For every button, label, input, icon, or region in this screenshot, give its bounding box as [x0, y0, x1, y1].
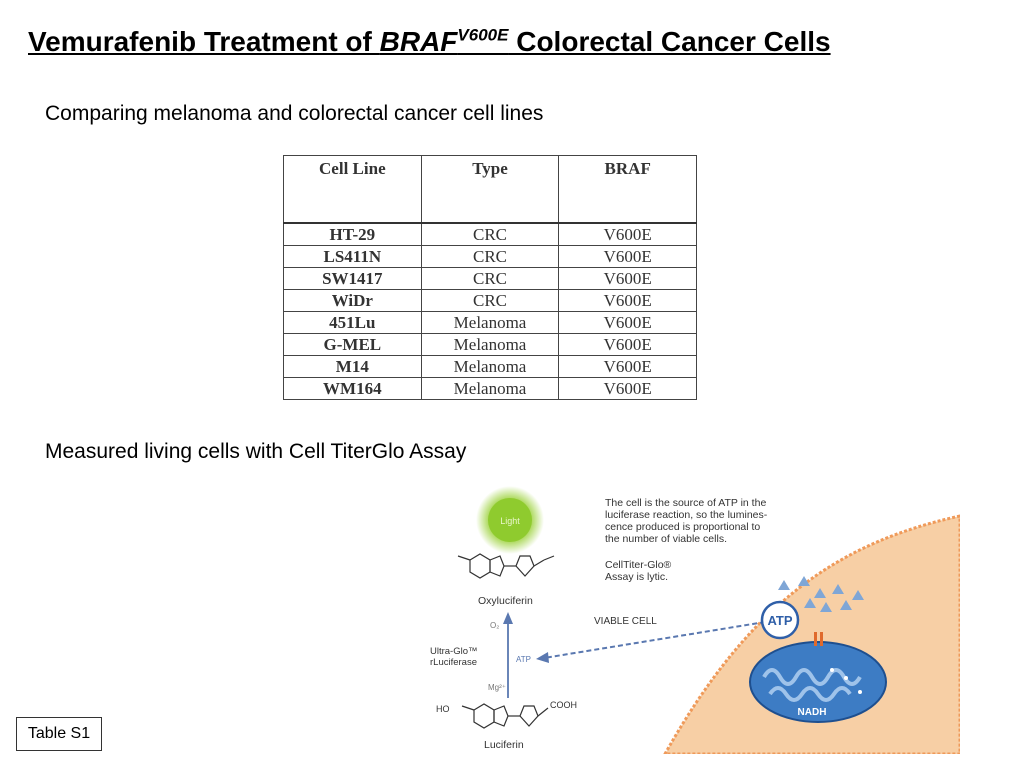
header-cell-line: Cell Line	[283, 155, 422, 224]
cell-type: CRC	[420, 267, 560, 290]
header-braf: BRAF	[558, 155, 697, 224]
header-type: Type	[420, 155, 560, 224]
title-suffix: Colorectal Cancer Cells	[508, 26, 831, 57]
cell-type: CRC	[420, 222, 560, 246]
description-line-3: cence produced is proportional to	[605, 521, 760, 533]
cell-line-name: HT-29	[283, 222, 422, 246]
table-row: G-MEL Melanoma V600E	[283, 333, 697, 356]
enzyme-line-2: rLuciferase	[430, 657, 477, 668]
cell-type: CRC	[420, 289, 560, 312]
cell-braf: V600E	[558, 311, 697, 334]
ho-label: HO	[436, 704, 450, 714]
cell-line-name: M14	[283, 355, 422, 378]
cell-line-name: LS411N	[283, 245, 422, 268]
table-row: WM164 Melanoma V600E	[283, 377, 697, 400]
description-line-1: The cell is the source of ATP in the	[605, 497, 766, 509]
cell-line-name: 451Lu	[283, 311, 422, 334]
mg-label: Mg²⁺	[488, 683, 506, 692]
cell-line-name: WM164	[283, 377, 422, 400]
celltiter-glo-diagram: The cell is the source of ATP in the luc…	[430, 486, 960, 754]
atp-transfer-arrow	[543, 621, 766, 659]
o2-label: O₂	[490, 621, 499, 630]
cell-type: CRC	[420, 245, 560, 268]
luciferin-label: Luciferin	[484, 739, 524, 751]
viable-cell-label: VIABLE CELL	[594, 616, 657, 627]
subtitle: Comparing melanoma and colorectal cancer…	[45, 102, 544, 125]
title-gene: BRAF	[379, 26, 458, 57]
title-superscript: V600E	[457, 25, 509, 45]
cell-type: Melanoma	[420, 355, 560, 378]
cell-braf: V600E	[558, 289, 697, 312]
atp-transfer-arrowhead	[536, 652, 549, 663]
table-row: LS411N CRC V600E	[283, 245, 697, 268]
atp-small-label: ATP	[516, 655, 531, 664]
reaction-arrowhead	[503, 612, 513, 624]
oxyluciferin-label: Oxyluciferin	[478, 595, 533, 607]
cell-line-table: Cell Line Type BRAF HT-29 CRC V600E LS41…	[283, 155, 697, 400]
cell-braf: V600E	[558, 355, 697, 378]
table-label-box: Table S1	[16, 717, 102, 751]
nadh-label: NADH	[798, 707, 827, 718]
light-label: Light	[500, 516, 520, 526]
cell-braf: V600E	[558, 245, 697, 268]
assay-description: Measured living cells with Cell TiterGlo…	[45, 440, 467, 463]
table-row: HT-29 CRC V600E	[283, 222, 697, 246]
table-row: M14 Melanoma V600E	[283, 355, 697, 378]
cell-line-name: SW1417	[283, 267, 422, 290]
viable-cell-shape	[663, 514, 960, 754]
cell-type: Melanoma	[420, 377, 560, 400]
luciferin-structure-icon	[461, 703, 549, 729]
cell-braf: V600E	[558, 377, 697, 400]
atp-big-label: ATP	[767, 613, 792, 628]
atp-circle-icon: ATP	[760, 600, 800, 640]
atp-molecules-icon	[778, 576, 864, 612]
description-line-4: the number of viable cells.	[605, 533, 727, 545]
table-row: SW1417 CRC V600E	[283, 267, 697, 290]
enzyme-line-1: Ultra-Glo™	[430, 646, 478, 657]
cell-type: Melanoma	[420, 311, 560, 334]
table-row: WiDr CRC V600E	[283, 289, 697, 312]
oxyluciferin-structure-icon	[457, 553, 555, 579]
title-prefix: Vemurafenib Treatment of	[28, 26, 380, 57]
description-line-2: luciferase reaction, so the lumines-	[605, 509, 768, 521]
lytic-line-1: CellTiter-Glo®	[605, 559, 672, 571]
cell-type: Melanoma	[420, 333, 560, 356]
table-header-row: Cell Line Type BRAF	[283, 155, 697, 224]
cell-line-name: WiDr	[283, 289, 422, 312]
cell-braf: V600E	[558, 222, 697, 246]
cooh-label: COOH	[550, 700, 577, 710]
mitochondrion-icon: NADH	[749, 632, 887, 723]
cell-line-name: G-MEL	[283, 333, 422, 356]
cell-braf: V600E	[558, 267, 697, 290]
lytic-line-2: Assay is lytic.	[605, 571, 668, 583]
light-icon: Light	[476, 486, 544, 554]
cell-braf: V600E	[558, 333, 697, 356]
slide-title: Vemurafenib Treatment of BRAFV600E Color…	[28, 26, 831, 58]
table-row: 451Lu Melanoma V600E	[283, 311, 697, 334]
